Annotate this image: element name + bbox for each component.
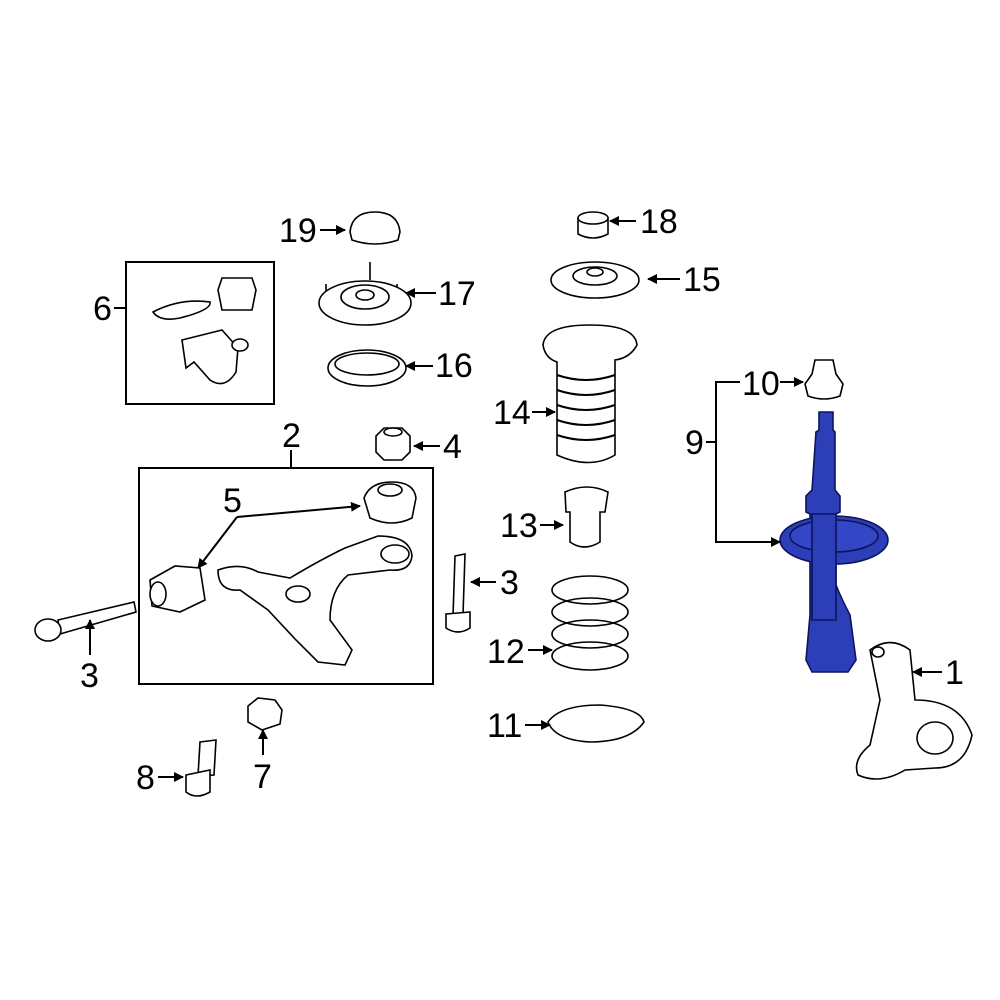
callout-16: 16 bbox=[435, 347, 473, 385]
callout-14: 14 bbox=[493, 394, 531, 432]
part-15-spring-seat[interactable] bbox=[550, 261, 640, 299]
callout-7: 7 bbox=[253, 758, 272, 796]
part-8-bolt[interactable] bbox=[185, 739, 217, 797]
part-1-steering-knuckle[interactable] bbox=[855, 641, 973, 780]
group-box-2 bbox=[138, 467, 434, 685]
callout-4: 4 bbox=[443, 428, 462, 466]
part-5-bushing-front[interactable] bbox=[149, 565, 206, 613]
callout-12: 12 bbox=[487, 633, 525, 671]
part-6-ball-joint-kit[interactable] bbox=[151, 277, 257, 385]
callout-15: 15 bbox=[683, 261, 721, 299]
callout-6: 6 bbox=[93, 290, 112, 328]
part-12-coil-spring[interactable] bbox=[551, 575, 629, 671]
callout-8: 8 bbox=[136, 759, 155, 797]
callout-19: 19 bbox=[279, 212, 317, 250]
part-2-lower-control-arm[interactable] bbox=[217, 535, 413, 666]
part-5-bushing-rear[interactable] bbox=[363, 481, 417, 524]
part-11-insulator[interactable] bbox=[547, 704, 645, 743]
callout-2: 2 bbox=[282, 417, 301, 455]
part-16-bearing[interactable] bbox=[327, 349, 407, 387]
part-4-nut[interactable] bbox=[375, 427, 411, 461]
callout-13: 13 bbox=[500, 507, 538, 545]
part-7-nut[interactable] bbox=[247, 697, 283, 731]
part-17-strut-mount[interactable] bbox=[318, 262, 412, 326]
callout-17: 17 bbox=[438, 275, 476, 313]
group-box-6 bbox=[125, 261, 275, 405]
part-18-spacer[interactable] bbox=[577, 211, 609, 239]
callout-1: 1 bbox=[945, 654, 964, 692]
part-9-strut-assembly[interactable] bbox=[779, 411, 889, 673]
callout-3-right: 3 bbox=[500, 564, 519, 602]
part-10-nut[interactable] bbox=[804, 359, 844, 400]
part-13-bump-stop[interactable] bbox=[564, 486, 609, 548]
callout-3-left: 3 bbox=[80, 657, 99, 695]
callout-9: 9 bbox=[685, 424, 704, 462]
part-14-boot[interactable] bbox=[542, 324, 638, 464]
part-3-bolt-vertical[interactable] bbox=[445, 553, 471, 633]
part-3-bolt-left[interactable] bbox=[34, 601, 137, 642]
callout-11: 11 bbox=[487, 707, 522, 745]
callout-10: 10 bbox=[742, 365, 780, 403]
part-19-dust-cap[interactable] bbox=[349, 211, 401, 245]
leader-lines bbox=[85, 216, 942, 782]
callout-5: 5 bbox=[223, 482, 242, 520]
callout-18: 18 bbox=[640, 203, 678, 241]
